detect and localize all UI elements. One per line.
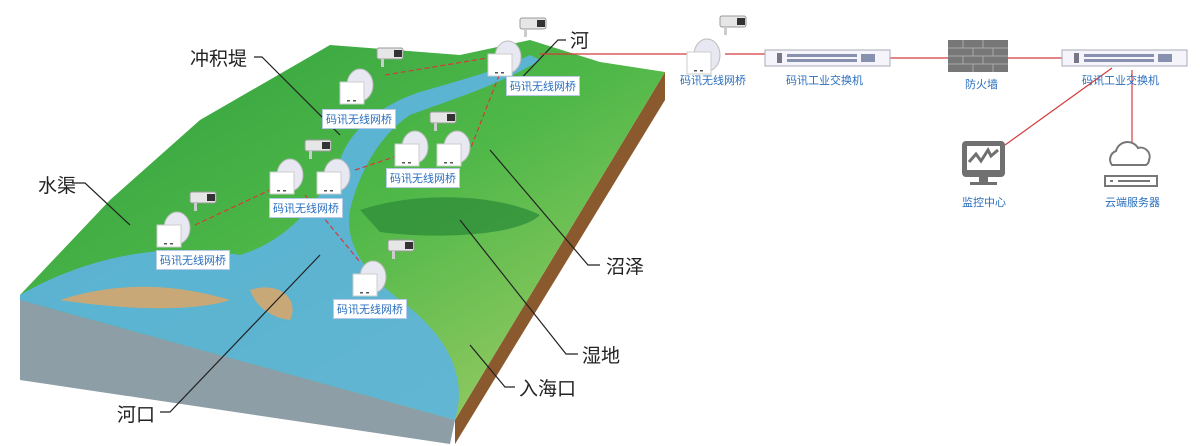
leader-lines	[72, 39, 600, 413]
cloud-server-icon	[1104, 141, 1158, 187]
river-water	[20, 55, 540, 420]
network-bridge-label: 码讯无线网桥	[680, 74, 746, 87]
firewall-icon	[948, 40, 1008, 72]
river-label: 河	[570, 30, 590, 52]
bridge-label: 码讯无线网桥	[333, 299, 407, 319]
monitor-icon	[962, 141, 1005, 185]
estuary-label: 入海口	[519, 378, 577, 400]
switch-1-label: 码讯工业交换机	[786, 74, 863, 87]
firewall-label: 防火墙	[965, 78, 998, 91]
terrain-right-face	[455, 72, 665, 444]
terrain-front-face	[20, 295, 455, 444]
monitor-center-label: 监控中心	[962, 196, 1006, 209]
bridge-label: 码讯无线网桥	[269, 198, 343, 218]
bridge-label: 码讯无线网桥	[386, 168, 460, 188]
bridge-label: 码讯无线网桥	[322, 109, 396, 129]
river-mouth-label: 河口	[117, 404, 156, 426]
levee-label: 冲积堤	[190, 48, 248, 70]
bridge-label: 码讯无线网桥	[156, 250, 230, 270]
switch-2-label: 码讯工业交换机	[1082, 74, 1159, 87]
wetland-label: 湿地	[582, 345, 621, 367]
network-links	[540, 53, 1133, 146]
bridge-label: 码讯无线网桥	[506, 76, 580, 96]
cloud-server-label: 云端服务器	[1105, 196, 1160, 209]
swamp-vegetation	[360, 197, 540, 236]
sand-bars	[60, 286, 293, 320]
swamp-label: 沼泽	[606, 256, 645, 278]
canal-label: 水渠	[38, 175, 77, 197]
